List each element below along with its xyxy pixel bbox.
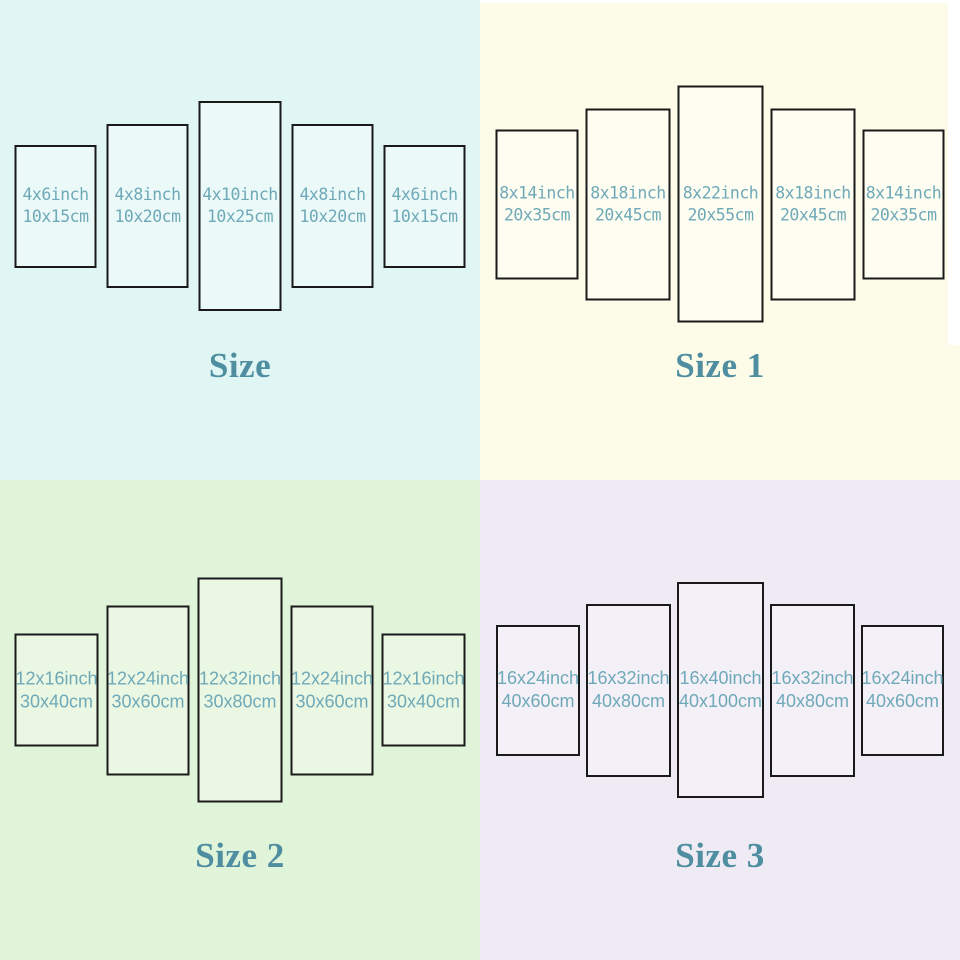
panel-size-cm: 20x45cm <box>594 205 662 224</box>
canvas-panel: 8x18inch 20x45cm <box>585 108 671 300</box>
panel-size-cm: 40x80cm <box>591 691 666 711</box>
size-1-quadrant: 8x14inch 20x35cm 8x18inch 20x45cm 8x22in… <box>480 0 960 480</box>
panel-size-cm: 10x15cm <box>391 207 458 226</box>
canvas-panel: 4x6inch 10x15cm <box>383 144 466 268</box>
canvas-panel: 8x18inch 20x45cm <box>770 108 856 300</box>
panel-size-cm: 20x45cm <box>779 205 847 224</box>
panel-size-inches: 12x16inch <box>382 668 465 688</box>
panel-size-label: 16x24inch 40x60cm <box>497 667 579 713</box>
panel-size-cm: 20x55cm <box>687 205 754 224</box>
canvas-panel: 16x40inch 40x100cm <box>677 582 764 798</box>
panel-size-label: 16x32inch 40x80cm <box>587 667 669 713</box>
panel-size-label: 4x8inch 10x20cm <box>299 184 366 228</box>
panel-size-cm: 10x20cm <box>299 207 366 226</box>
canvas-panel: 8x14inch 20x35cm <box>495 129 579 279</box>
panel-size-inches: 12x24inch <box>106 668 190 688</box>
quadrant-title: Size 1 <box>675 346 765 385</box>
panel-size-inches: 4x6inch <box>391 185 458 204</box>
canvas-panel: 4x8inch 10x20cm <box>106 124 189 288</box>
panel-size-inches: 16x24inch <box>496 668 580 688</box>
panel-size-inches: 4x8inch <box>299 185 366 204</box>
panel-size-label: 16x40inch 40x100cm <box>679 667 762 713</box>
panel-size-label: 12x24inch 30x60cm <box>291 667 373 713</box>
panel-size-label: 4x6inch 10x15cm <box>22 184 89 228</box>
canvas-panel: 12x16inch 30x40cm <box>14 633 99 747</box>
panel-size-inches: 4x8inch <box>114 185 181 204</box>
panel-size-label: 4x10inch 10x25cm <box>202 184 278 228</box>
panel-size-label: 12x16inch 30x40cm <box>382 667 464 713</box>
panel-set: 8x14inch 20x35cm 8x18inch 20x45cm 8x22in… <box>495 85 945 323</box>
panel-size-inches: 4x6inch <box>22 185 89 204</box>
panel-set: 16x24inch 40x60cm 16x32inch 40x80cm 16x4… <box>496 582 944 798</box>
panel-size-label: 12x24inch 30x60cm <box>107 667 189 713</box>
quadrant-title: Size 3 <box>675 836 765 875</box>
canvas-panel: 16x24inch 40x60cm <box>861 624 944 756</box>
panel-size-cm: 30x40cm <box>19 691 94 711</box>
size-2-quadrant: 12x16inch 30x40cm 12x24inch 30x60cm 12x3… <box>0 480 480 960</box>
panel-size-cm: 30x40cm <box>386 691 461 711</box>
panel-size-inches: 16x24inch <box>861 668 944 688</box>
panel-size-inches: 16x32inch <box>587 668 670 688</box>
panel-size-inches: 8x14inch <box>499 183 575 202</box>
white-edge-strip <box>948 0 960 345</box>
white-edge-strip <box>480 0 960 3</box>
panel-size-label: 8x22inch 20x55cm <box>682 182 759 226</box>
panel-size-label: 12x32inch 30x80cm <box>199 667 281 713</box>
canvas-panel: 12x32inch 30x80cm <box>197 577 283 803</box>
panel-size-label: 12x16inch 30x40cm <box>15 667 97 713</box>
canvas-panel: 4x10inch 10x25cm <box>198 101 282 311</box>
panel-size-label: 16x24inch 40x60cm <box>861 667 943 713</box>
canvas-panel: 12x16inch 30x40cm <box>381 633 466 747</box>
panel-set: 4x6inch 10x15cm 4x8inch 10x20cm 4x10inch… <box>14 101 466 311</box>
canvas-panel: 16x24inch 40x60cm <box>496 624 580 756</box>
panel-size-cm: 40x100cm <box>678 691 763 711</box>
canvas-panel: 8x14inch 20x35cm <box>862 129 945 279</box>
panel-size-label: 4x8inch 10x20cm <box>114 184 181 228</box>
panel-size-inches: 12x16inch <box>15 668 98 688</box>
size-3-quadrant: 16x24inch 40x60cm 16x32inch 40x80cm 16x4… <box>480 480 960 960</box>
panel-size-inches: 8x14inch <box>865 183 942 202</box>
panel-size-inches: 12x32inch <box>198 668 282 688</box>
panel-size-label: 4x6inch 10x15cm <box>391 184 458 228</box>
panel-size-inches: 8x18inch <box>775 183 851 202</box>
canvas-panel: 12x24inch 30x60cm <box>106 605 190 775</box>
quadrant-title: Size 2 <box>195 836 285 875</box>
panel-size-cm: 30x60cm <box>111 691 185 711</box>
panel-size-inches: 8x22inch <box>682 183 759 202</box>
canvas-panel: 4x8inch 10x20cm <box>291 124 374 288</box>
canvas-panel: 4x6inch 10x15cm <box>14 144 97 268</box>
panel-size-label: 8x18inch 20x45cm <box>590 182 666 226</box>
panel-size-cm: 40x60cm <box>865 691 940 711</box>
size-quadrant: 4x6inch 10x15cm 4x8inch 10x20cm 4x10inch… <box>0 0 480 480</box>
panel-size-inches: 16x40inch <box>679 668 762 688</box>
panel-size-cm: 20x35cm <box>503 205 571 224</box>
panel-size-label: 8x14inch 20x35cm <box>865 182 942 226</box>
panel-size-cm: 10x25cm <box>206 207 274 226</box>
panel-size-label: 16x32inch 40x80cm <box>771 667 853 713</box>
canvas-panel: 16x32inch 40x80cm <box>586 603 671 777</box>
quadrant-title: Size <box>208 346 272 385</box>
canvas-panel: 12x24inch 30x60cm <box>290 605 374 775</box>
panel-size-cm: 30x60cm <box>295 691 369 711</box>
panel-size-inches: 16x32inch <box>771 668 854 688</box>
panel-size-inches: 4x10inch <box>202 185 278 204</box>
panel-size-label: 8x14inch 20x35cm <box>499 182 575 226</box>
panel-size-cm: 10x20cm <box>114 207 181 226</box>
panel-size-cm: 20x35cm <box>870 205 937 224</box>
panel-size-cm: 40x60cm <box>501 691 575 711</box>
panel-set: 12x16inch 30x40cm 12x24inch 30x60cm 12x3… <box>14 577 466 803</box>
canvas-panel: 8x22inch 20x55cm <box>677 85 764 323</box>
panel-size-inches: 12x24inch <box>290 668 374 688</box>
panel-size-cm: 30x80cm <box>203 691 277 711</box>
canvas-panel: 16x32inch 40x80cm <box>770 603 855 777</box>
panel-size-inches: 8x18inch <box>590 183 666 202</box>
panel-size-label: 8x18inch 20x45cm <box>775 182 851 226</box>
panel-size-cm: 10x15cm <box>22 207 89 226</box>
panel-size-cm: 40x80cm <box>775 691 850 711</box>
